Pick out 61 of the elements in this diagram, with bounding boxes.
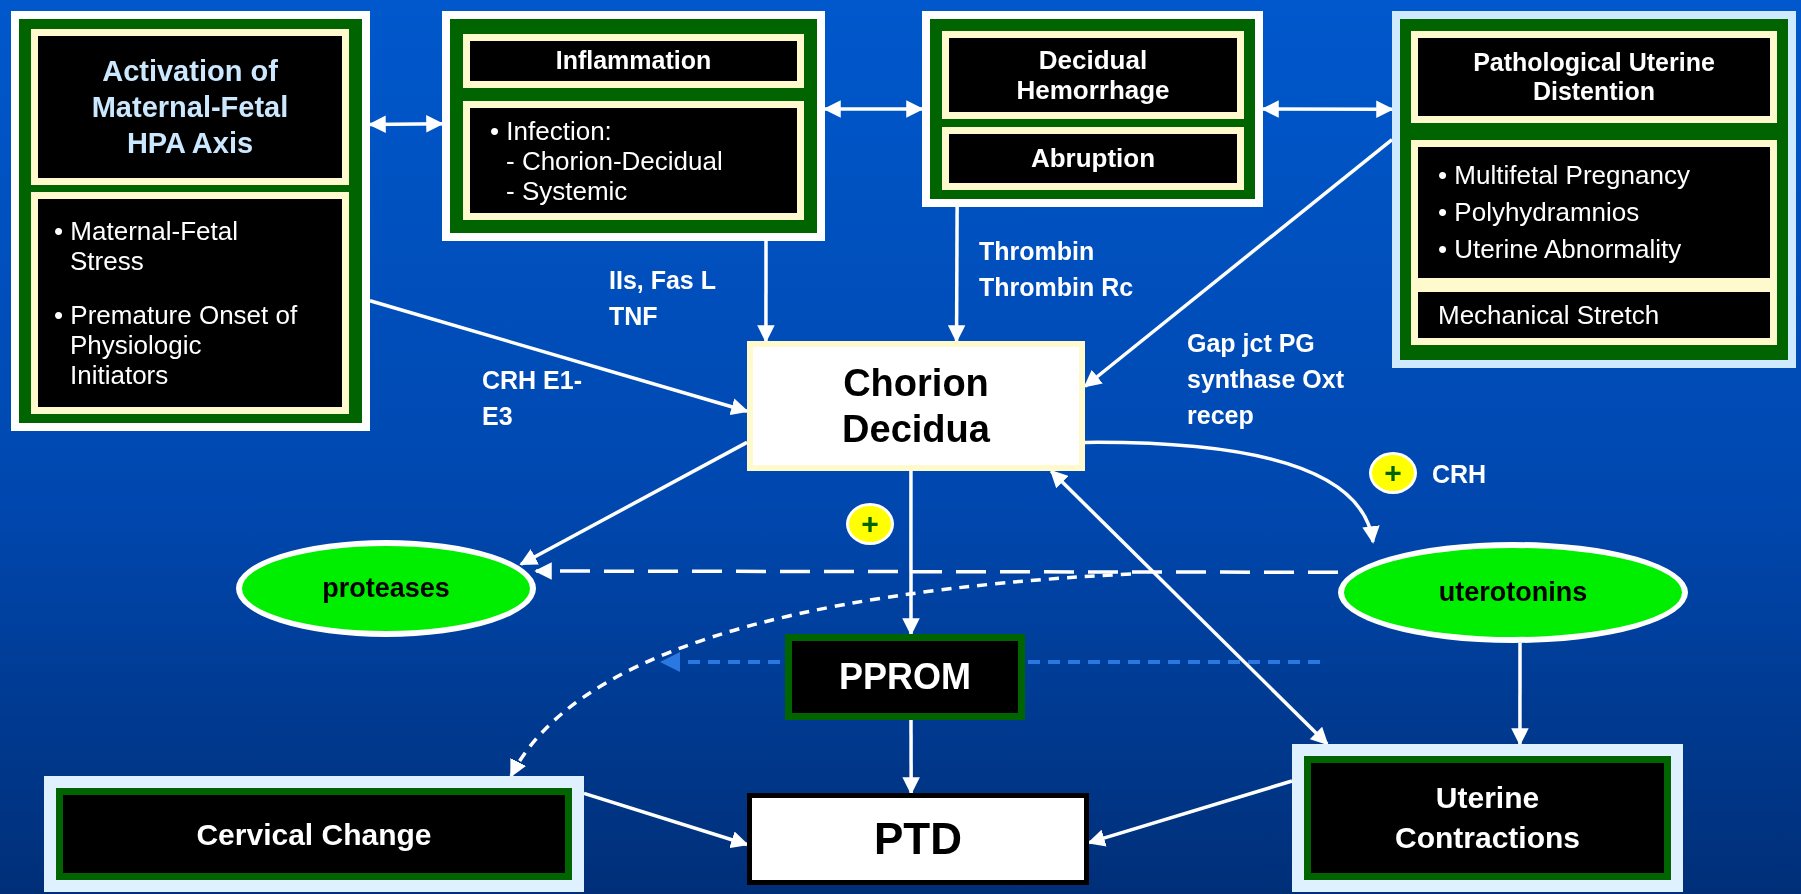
edge-label: IIs, Fas L TNF — [609, 265, 717, 332]
arrow — [947, 207, 966, 343]
bullet-box — [463, 101, 804, 220]
arrow — [902, 471, 920, 636]
box-text: Chorion Decidua — [841, 361, 991, 452]
title-box — [463, 34, 804, 88]
bullet-box — [31, 192, 349, 414]
title-box — [942, 31, 1244, 119]
plus-badge — [846, 503, 894, 545]
bullet-item: - Chorion-Decidual — [505, 145, 724, 176]
arrow — [369, 299, 749, 416]
bullet-box — [1411, 140, 1777, 285]
group-frame — [1392, 11, 1796, 368]
bullet-item: • Polyhydramnios — [1438, 196, 1641, 229]
edge-label: Gap jct PG synthase Oxt recep — [1187, 328, 1345, 431]
ellipse-text: uterotonins — [1438, 576, 1588, 610]
arrow — [902, 720, 920, 795]
outcome-box — [44, 776, 584, 892]
group-frame — [442, 11, 825, 241]
bullet-item: - Systemic — [505, 175, 629, 206]
bullet-item: • Infection: — [490, 115, 613, 146]
ellipse-text: proteases — [322, 572, 450, 606]
arrow — [757, 241, 775, 343]
arrow — [1049, 469, 1329, 746]
plus-sign: + — [861, 509, 879, 539]
heading: Inflammation — [555, 45, 712, 77]
arrow — [1087, 779, 1293, 847]
title-box — [1411, 31, 1777, 123]
bullet-item: • Premature Onset of Physiologic Initiators — [54, 300, 299, 390]
group-frame — [922, 11, 1263, 207]
heading: Activation of Maternal-Fetal HPA Axis — [90, 54, 290, 161]
box-text: Cervical Change — [196, 816, 432, 853]
arrow — [583, 791, 749, 849]
heading: Pathological Uterine Distention — [1472, 48, 1716, 106]
outcome-box — [1292, 744, 1683, 892]
box-text: PTD — [874, 813, 962, 865]
arrow — [1085, 440, 1378, 544]
arrow — [1511, 643, 1529, 746]
edge-label: Thrombin Thrombin Rc — [979, 236, 1135, 303]
dashed-arrow — [534, 562, 1338, 580]
heading: Abruption — [1030, 142, 1156, 175]
process-box — [785, 634, 1025, 720]
box-text: PPROM — [839, 655, 971, 699]
bullet-item: • Multifetal Pregnancy — [1438, 159, 1691, 192]
dashed-arrow — [509, 572, 1132, 778]
plus-sign: + — [1384, 458, 1402, 488]
annotation-label: CRH — [1432, 459, 1487, 490]
group-frame — [11, 11, 370, 431]
box-text: Uterine Contractions — [1394, 780, 1581, 856]
outcome-box — [747, 793, 1089, 885]
heading: Decidual Hemorrhage — [1015, 45, 1171, 105]
text-box — [1411, 285, 1777, 345]
plus-badge — [1369, 452, 1417, 494]
title-box — [31, 29, 349, 185]
bullet-item: • Maternal-Fetal Stress — [54, 216, 239, 276]
bullet-item: • Uterine Abnormality — [1438, 233, 1683, 266]
title-box — [942, 127, 1244, 190]
box-text: Mechanical Stretch — [1438, 298, 1661, 332]
edge-label: CRH E1-E3 — [482, 365, 582, 432]
arrow — [519, 440, 748, 566]
process-box — [747, 341, 1085, 471]
